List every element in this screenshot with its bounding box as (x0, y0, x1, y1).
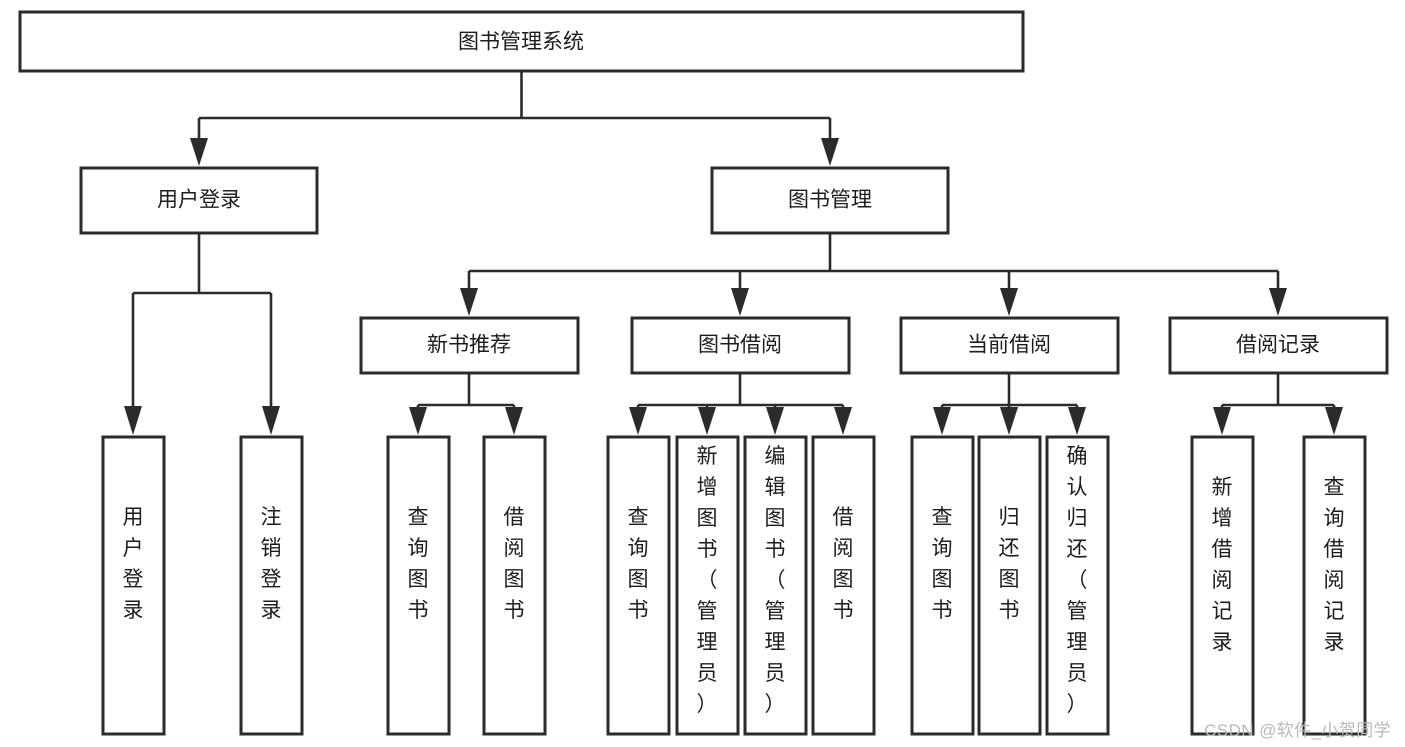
node-leaf-query-book-1-box[interactable] (386, 435, 451, 736)
node-user-login-label: 用户登录 (157, 189, 241, 212)
node-leaf-query-book-1-label: 查询图书 (408, 506, 429, 622)
node-leaf-borrow-book-2-label: 借阅图书 (833, 506, 854, 622)
node-leaf-confirm-return-box[interactable] (1045, 435, 1110, 736)
node-leaf-borrow-book-1-label: 借阅图书 (504, 506, 525, 622)
node-leaf-confirm-return-label: 确认归还（管理员） (1067, 445, 1088, 716)
arrow-leaf-query-book-1 (409, 407, 427, 435)
arrow-book-manage (821, 138, 839, 166)
node-book-manage-label: 图书管理 (788, 189, 872, 212)
node-leaf-query-record-label: 查询借阅记录 (1324, 476, 1345, 654)
node-leaf-user-login-box[interactable] (101, 435, 166, 736)
arrow-book-borrow (731, 288, 749, 316)
arrow-leaf-borrow-book-2 (834, 407, 852, 435)
node-current-borrow-box[interactable] (899, 316, 1120, 375)
arrow-leaf-query-book-2 (629, 407, 647, 435)
arrow-leaf-confirm-return (1068, 407, 1086, 435)
node-leaf-query-book-1[interactable]: 查询图书 (386, 435, 451, 736)
arrow-leaf-borrow-book-1 (505, 407, 523, 435)
node-root[interactable]: 图书管理系统 (18, 10, 1025, 73)
node-leaf-user-logout[interactable]: 注销登录 (239, 435, 304, 736)
arrow-leaf-add-book (698, 407, 716, 435)
node-borrow-record-box[interactable] (1168, 316, 1389, 375)
node-leaf-add-book[interactable]: 新增图书（管理员） (675, 435, 740, 736)
node-borrow-record-label: 借阅记录 (1236, 334, 1320, 357)
arrow-current-borrow (1000, 288, 1018, 316)
node-leaf-query-book-2-label: 查询图书 (628, 506, 649, 622)
node-book-borrow-label: 图书借阅 (698, 334, 782, 357)
arrow-leaf-query-book-3 (933, 407, 951, 435)
arrow-borrow-record (1269, 288, 1287, 316)
node-new-book-rec[interactable]: 新书推荐 (359, 316, 580, 375)
arrow-leaf-add-record (1213, 407, 1231, 435)
arrow-leaf-edit-book (766, 407, 784, 435)
node-book-borrow[interactable]: 图书借阅 (630, 316, 851, 375)
node-leaf-borrow-book-2-box[interactable] (811, 435, 876, 736)
arrow-leaf-user-login (124, 406, 142, 435)
csdn-watermark: CSDN @软件_小贺同学 (1204, 721, 1391, 740)
node-leaf-query-book-2-box[interactable] (606, 435, 671, 736)
node-borrow-record[interactable]: 借阅记录 (1168, 316, 1389, 375)
node-leaf-query-book-3-box[interactable] (910, 435, 975, 736)
node-user-login[interactable]: 用户登录 (79, 166, 319, 235)
node-leaf-edit-book-label: 编辑图书（管理员） (765, 445, 786, 716)
node-root-label: 图书管理系统 (458, 31, 584, 54)
node-new-book-rec-label: 新书推荐 (427, 334, 511, 357)
node-leaf-confirm-return[interactable]: 确认归还（管理员） (1045, 435, 1110, 736)
connector-layer (124, 71, 1343, 435)
node-book-borrow-box[interactable] (630, 316, 851, 375)
node-book-manage-box[interactable] (710, 166, 950, 235)
node-leaf-user-logout-box[interactable] (239, 435, 304, 736)
node-leaf-edit-book-box[interactable] (743, 435, 808, 736)
node-leaf-query-book-2[interactable]: 查询图书 (606, 435, 671, 736)
node-leaf-borrow-book-1-box[interactable] (482, 435, 547, 736)
node-leaf-query-book-3[interactable]: 查询图书 (910, 435, 975, 736)
node-leaf-user-login-label: 用户登录 (123, 506, 144, 622)
node-leaf-return-book[interactable]: 归还图书 (977, 435, 1042, 736)
arrow-leaf-query-record (1325, 407, 1343, 435)
node-leaf-borrow-book-1[interactable]: 借阅图书 (482, 435, 547, 736)
node-current-borrow-label: 当前借阅 (967, 334, 1051, 357)
node-leaf-return-book-box[interactable] (977, 435, 1042, 736)
arrow-leaf-user-logout (262, 406, 280, 435)
node-leaf-edit-book[interactable]: 编辑图书（管理员） (743, 435, 808, 736)
node-leaf-query-record-box[interactable] (1302, 435, 1367, 736)
arrow-leaf-return-book (1000, 407, 1018, 435)
node-leaf-user-login[interactable]: 用户登录 (101, 435, 166, 736)
node-leaf-borrow-book-2[interactable]: 借阅图书 (811, 435, 876, 736)
node-leaf-add-book-box[interactable] (675, 435, 740, 736)
node-current-borrow[interactable]: 当前借阅 (899, 316, 1120, 375)
node-leaf-user-logout-label: 注销登录 (261, 506, 282, 622)
node-leaf-add-record-box[interactable] (1190, 435, 1255, 736)
node-user-login-box[interactable] (79, 166, 319, 235)
node-book-manage[interactable]: 图书管理 (710, 166, 950, 235)
node-leaf-add-book-label: 新增图书（管理员） (697, 445, 718, 716)
node-leaf-return-book-label: 归还图书 (999, 506, 1020, 622)
node-leaf-add-record-label: 新增借阅记录 (1212, 476, 1233, 654)
arrow-user-login (190, 138, 208, 166)
node-root-box[interactable] (18, 10, 1025, 73)
node-leaf-add-record[interactable]: 新增借阅记录 (1190, 435, 1255, 736)
arrow-new-book-rec (460, 288, 478, 316)
node-leaf-query-book-3-label: 查询图书 (932, 506, 953, 622)
node-leaf-query-record[interactable]: 查询借阅记录 (1302, 435, 1367, 736)
node-new-book-rec-box[interactable] (359, 316, 580, 375)
